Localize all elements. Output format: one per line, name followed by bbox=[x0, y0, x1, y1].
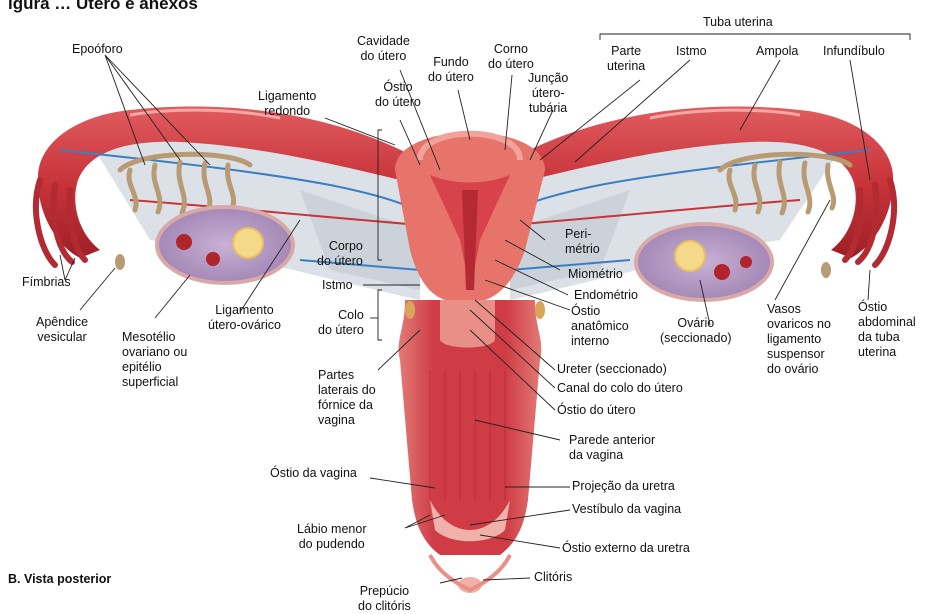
label-ampola: Ampola bbox=[756, 44, 798, 59]
label-partes-laterais: Partes laterais do fórnice da vagina bbox=[318, 368, 376, 428]
label-fundo-utero: Fundo do útero bbox=[428, 55, 474, 85]
vagina bbox=[399, 300, 545, 593]
label-canal-colo: Canal do colo do útero bbox=[557, 381, 683, 396]
label-tuba-uterina: Tuba uterina bbox=[703, 15, 773, 30]
figure-header-fragment: igura … Útero e anexos bbox=[8, 0, 198, 14]
label-ligamento-redondo: Ligamento redondo bbox=[258, 89, 316, 119]
label-istmo-tuba: Istmo bbox=[676, 44, 707, 59]
label-ostio-abdominal: Óstio abdominal da tuba uterina bbox=[858, 300, 916, 360]
label-ligamento-utero-ovarico: Ligamento útero-ovárico bbox=[208, 303, 281, 333]
label-infundibulo: Infundíbulo bbox=[823, 44, 885, 59]
label-mesotelio: Mesotélio ovariano ou epitélio superfici… bbox=[122, 330, 187, 390]
label-vasos-ovaricos: Vasos ovaricos no ligamento suspensor do… bbox=[767, 302, 831, 377]
label-parede-anterior: Parede anterior da vagina bbox=[569, 433, 655, 463]
label-ureter: Ureter (seccionado) bbox=[557, 362, 667, 377]
label-ostio-anatomico: Óstio anatômico interno bbox=[571, 304, 629, 349]
label-endometrio: Endométrio bbox=[574, 288, 638, 303]
label-istmo-utero: Istmo bbox=[322, 278, 353, 293]
figure-caption: B. Vista posterior bbox=[8, 572, 111, 586]
label-projecao-uretra: Projeção da uretra bbox=[572, 479, 675, 494]
label-corpo-utero: Corpo do útero bbox=[317, 239, 363, 269]
label-miometrio: Miométrio bbox=[568, 267, 623, 282]
label-ostio-utero-low: Óstio do útero bbox=[557, 403, 636, 418]
label-prepucio: Prepúcio do clitóris bbox=[358, 584, 411, 614]
label-clitoris: Clitóris bbox=[534, 570, 572, 585]
label-vestibulo: Vestíbulo da vagina bbox=[572, 502, 681, 517]
label-ostio-externo-uretra: Óstio externo da uretra bbox=[562, 541, 690, 556]
label-ovario: Ovário (seccionado) bbox=[660, 316, 732, 346]
label-cavidade-utero: Cavidade do útero bbox=[357, 34, 410, 64]
label-colo-utero: Colo do útero bbox=[318, 308, 364, 338]
label-ostio-vagina: Óstio da vagina bbox=[270, 466, 357, 481]
label-parte-uterina: Parte uterina bbox=[607, 44, 645, 74]
label-apendice-vesicular: Apêndice vesicular bbox=[36, 315, 88, 345]
label-epooforo: Epoóforo bbox=[72, 42, 123, 57]
label-labio-menor: Lábio menor do pudendo bbox=[297, 522, 367, 552]
label-fimbrias: Fímbrias bbox=[22, 275, 71, 290]
label-ostio-utero-top: Óstio do útero bbox=[375, 80, 421, 110]
label-corno-utero: Corno do útero bbox=[488, 42, 534, 72]
label-juncao-utero-tubaria: Junção útero- tubária bbox=[528, 71, 568, 116]
label-perimetrio: Peri- métrio bbox=[565, 227, 600, 257]
